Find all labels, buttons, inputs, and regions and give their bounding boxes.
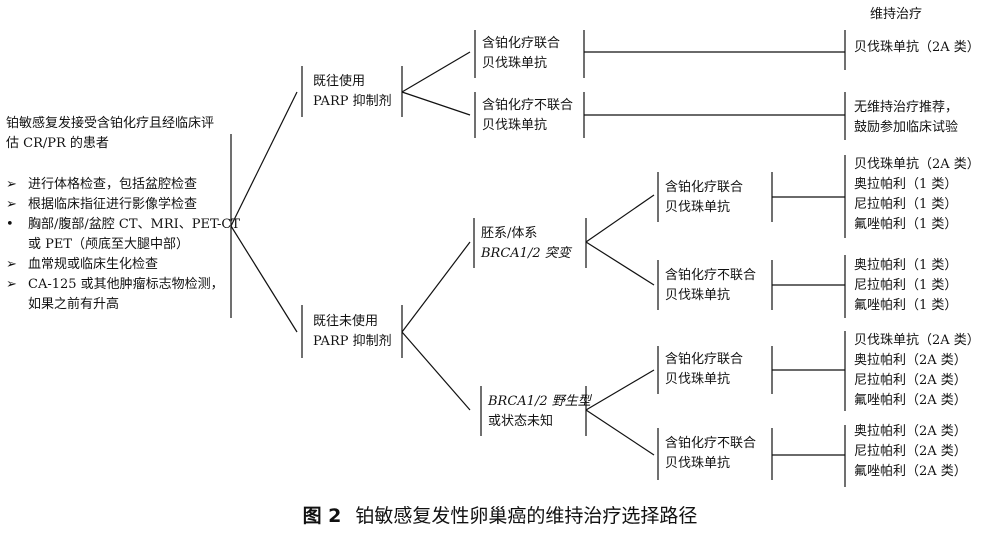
brca-wt-with-bev-options-line: 奥拉帕利（2A 类） <box>854 353 967 368</box>
checklist-item: 如果之前有升高 <box>6 295 240 315</box>
no-prior-parp-node: 既往未使用 PARP 抑制剂 <box>313 312 392 352</box>
bullet-marker: ➢ <box>6 277 17 292</box>
prior-without-bev-options-line: 无维持治疗推荐， <box>854 100 959 115</box>
brca-mut-without-bev-options-line: 奥拉帕利（1 类） <box>854 258 958 273</box>
brca-wt-with-bev-options: 贝伐珠单抗（2A 类） 奥拉帕利（2A 类） 尼拉帕利（2A 类） 氟唑帕利（2A 类… <box>854 331 980 411</box>
bullet-marker: ➢ <box>6 197 17 212</box>
checklist-item: ➢ 根据临床指征进行影像学检查 <box>6 195 240 215</box>
bullet-marker: ➢ <box>6 177 17 192</box>
fork-no-prior-brca-wt <box>401 331 471 411</box>
fork-root-to-no-prior <box>230 225 298 333</box>
brca-wt-with-bev-node-line: 贝伐珠单抗 <box>665 372 731 387</box>
no-prior-parp-node-line: 既往未使用 <box>313 314 379 329</box>
checklist-item: 或 PET（颅底至大腿中部） <box>6 235 240 255</box>
fork-prior-with-bev <box>401 51 471 93</box>
prior-with-bev-node: 含铂化疗联合贝伐珠单抗 <box>482 34 560 74</box>
brca-mut-without-bev-options-line: 尼拉帕利（1 类） <box>854 278 958 293</box>
brca-mut-with-bev-node-line: 含铂化疗联合 <box>665 180 744 195</box>
fork-prior-without-bev <box>401 91 471 116</box>
brca-wt-without-bev-options-line: 氟唑帕利（2A 类） <box>854 464 967 479</box>
brca-wt-without-bev-options: 奥拉帕利（2A 类） 尼拉帕利（2A 类） 氟唑帕利（2A 类） <box>854 422 967 482</box>
no-prior-parp-node-line: PARP 抑制剂 <box>313 334 392 349</box>
brca-wt-without-bev-node-line: 贝伐珠单抗 <box>665 456 731 471</box>
prior-without-bev-node: 含铂化疗不联合贝伐珠单抗 <box>482 96 573 136</box>
brca-mut-without-bev-options-line: 氟唑帕利（1 类） <box>854 298 958 313</box>
brca-wt-without-bev-options-line: 奥拉帕利（2A 类） <box>854 424 967 439</box>
brca-mut-with-bev-options-line: 贝伐珠单抗（2A 类） <box>854 157 980 172</box>
brca-mut-with-bev-options-line: 尼拉帕利（1 类） <box>854 197 958 212</box>
bullet-marker: ➢ <box>6 257 17 272</box>
checklist-item: ➢ 血常规或临床生化检查 <box>6 255 240 275</box>
prior-with-bev-node-line: 含铂化疗联合 <box>482 36 561 51</box>
checklist-item: • 胸部/腹部/盆腔 CT、MRI、PET-CT <box>6 215 240 235</box>
brca-mut-node-line: 胚系/体系 <box>481 226 538 241</box>
bullet-marker: • <box>6 217 14 232</box>
brca-mut-without-bev-node-line: 含铂化疗不联合 <box>665 268 757 283</box>
brca-mut-node-line: BRCA1/2 突变 <box>481 246 571 261</box>
checklist-item-text: 胸部/腹部/盆腔 CT、MRI、PET-CT <box>28 217 240 232</box>
fork-brca-mut-without-bev <box>585 241 655 286</box>
prior-with-bev-node-line: 贝伐珠单抗 <box>482 56 548 71</box>
brca-wt-without-bev-node-line: 含铂化疗不联合 <box>665 436 757 451</box>
prior-with-bev-options: 贝伐珠单抗（2A 类） <box>854 38 980 58</box>
brca-mut-without-bev-node: 含铂化疗不联合贝伐珠单抗 <box>665 266 756 306</box>
prior-without-bev-node-line: 贝伐珠单抗 <box>482 118 548 133</box>
brca-mut-without-bev-node-line: 贝伐珠单抗 <box>665 288 731 303</box>
brca-wt-with-bev-options-line: 尼拉帕利（2A 类） <box>854 373 967 388</box>
brca-wt-without-bev-node: 含铂化疗不联合贝伐珠单抗 <box>665 434 756 474</box>
prior-without-bev-options-line: 鼓励参加临床试验 <box>854 120 959 135</box>
brca-mut-node: 胚系/体系 BRCA1/2 突变 <box>481 224 571 264</box>
fork-brca-mut-with-bev <box>585 194 655 243</box>
brca-mut-with-bev-node-line: 贝伐珠单抗 <box>665 200 731 215</box>
checklist-item-text: 如果之前有升高 <box>28 297 120 312</box>
prior-without-bev-node-line: 含铂化疗不联合 <box>482 98 574 113</box>
brca-wt-node: BRCA1/2 野生型或状态未知 <box>488 392 591 432</box>
prior-parp-node-line: PARP 抑制剂 <box>313 94 392 109</box>
brca-wt-with-bev-options-line: 氟唑帕利（2A 类） <box>854 393 967 408</box>
figure-caption-label: 图 2 <box>302 505 342 527</box>
prior-with-bev-options-line: 贝伐珠单抗（2A 类） <box>854 40 980 55</box>
brca-wt-node-line: BRCA1/2 野生型 <box>488 394 591 409</box>
fork-root-to-prior <box>230 91 298 227</box>
prior-without-bev-options: 无维持治疗推荐， 鼓励参加临床试验 <box>854 98 958 138</box>
brca-wt-with-bev-node: 含铂化疗联合贝伐珠单抗 <box>665 350 743 390</box>
checklist-item-text: 或 PET（颅底至大腿中部） <box>28 237 190 252</box>
brca-mut-without-bev-options: 奥拉帕利（1 类） 尼拉帕利（1 类） 氟唑帕利（1 类） <box>854 256 957 316</box>
brca-wt-without-bev-options-line: 尼拉帕利（2A 类） <box>854 444 967 459</box>
column-header: 维持治疗 <box>870 7 923 22</box>
brca-mut-with-bev-node: 含铂化疗联合贝伐珠单抗 <box>665 178 743 218</box>
root-intro: 铂敏感复发接受含铂化疗且经临床评估 CR/PR 的患者 <box>6 114 214 154</box>
checklist-item-text: 血常规或临床生化检查 <box>28 257 159 272</box>
root-checklist: ➢ 进行体格检查，包括盆腔检查 ➢ 根据临床指征进行影像学检查 • 胸部/腹部/盆腔 CT… <box>6 175 240 315</box>
checklist-item-text: CA-125 或其他肿瘤标志物检测， <box>28 277 224 292</box>
root-intro-line: 铂敏感复发接受含铂化疗且经临床评 <box>6 116 215 131</box>
fork-no-prior-brca-mut <box>401 241 471 333</box>
brca-mut-with-bev-options: 贝伐珠单抗（2A 类） 奥拉帕利（1 类） 尼拉帕利（1 类） 氟唑帕利（1 类） <box>854 155 980 235</box>
brca-wt-with-bev-options-line: 贝伐珠单抗（2A 类） <box>854 333 980 348</box>
brca-wt-node-line: 或状态未知 <box>488 414 554 429</box>
fork-brca-wt-without-bev <box>585 409 655 456</box>
checklist-item: ➢ CA-125 或其他肿瘤标志物检测， <box>6 275 240 295</box>
checklist-item-text: 根据临床指征进行影像学检查 <box>28 197 198 212</box>
prior-parp-node-line: 既往使用 <box>313 74 366 89</box>
brca-mut-with-bev-options-line: 氟唑帕利（1 类） <box>854 217 958 232</box>
brca-mut-with-bev-options-line: 奥拉帕利（1 类） <box>854 177 958 192</box>
root-intro-line: 估 CR/PR 的患者 <box>6 136 109 151</box>
figure-caption: 图 2 铂敏感复发性卵巢癌的维持治疗选择路径 <box>0 503 1000 529</box>
fork-brca-wt-with-bev <box>585 369 655 411</box>
checklist-item-text: 进行体格检查，包括盆腔检查 <box>28 177 198 192</box>
checklist-item: ➢ 进行体格检查，包括盆腔检查 <box>6 175 240 195</box>
brca-wt-with-bev-node-line: 含铂化疗联合 <box>665 352 744 367</box>
figure-caption-text: 铂敏感复发性卵巢癌的维持治疗选择路径 <box>355 505 698 527</box>
prior-parp-node: 既往使用 PARP 抑制剂 <box>313 72 392 112</box>
